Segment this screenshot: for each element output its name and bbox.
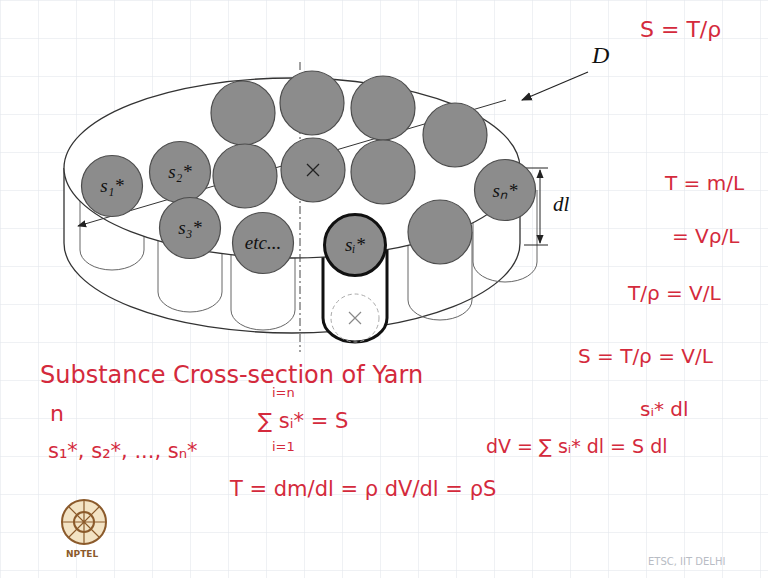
fibre-circle [160, 198, 221, 259]
fibre-section: sₙ* [473, 158, 537, 222]
fibre-label: sᵢ* [345, 234, 365, 256]
fibre-circle [325, 215, 386, 276]
heading: Substance Cross-section of Yarn [40, 362, 423, 388]
fibre-section: etc... [231, 211, 295, 275]
fibre-label: etc... [245, 232, 281, 254]
formula: T/ρ = V/L [628, 282, 721, 304]
fibre-base [331, 294, 379, 342]
fibre-label: sₙ* [493, 177, 518, 203]
dimension-label: D [592, 42, 609, 68]
fibre-circle [475, 160, 536, 221]
sum-limit: i=n [272, 386, 295, 400]
formula: T = dm/dl = ρ dV/dl = ρS [230, 478, 496, 501]
formula: S = T/ρ [640, 18, 721, 42]
centre-mark [307, 164, 319, 176]
fibre-section: s₃* [158, 196, 222, 260]
watermark: ETSC, IIT DELHI [648, 556, 725, 567]
fibre-section: s₂* [148, 140, 212, 204]
symbol: n [50, 402, 64, 426]
fibre-label: s₂* [168, 161, 192, 183]
fibre-label: s₃* [178, 217, 202, 239]
dimension-label: dl [553, 193, 569, 216]
dimension-line [540, 170, 541, 243]
fibre-label: s₁* [100, 175, 124, 197]
logo-text: NPTEL [66, 550, 98, 560]
centre-mark [349, 312, 361, 324]
sum-limit: i=1 [272, 440, 295, 454]
leader-line [522, 72, 588, 100]
formula: dV = ∑ sᵢ* dl = S dl [486, 436, 668, 457]
fibre-section: sᵢ* [323, 213, 387, 277]
fibre-section: s₁* [80, 154, 144, 218]
fibre-circle [233, 213, 294, 274]
fibre-circle [82, 156, 143, 217]
formula: sᵢ* dl [640, 398, 689, 420]
formula: s₁*, s₂*, ..., sₙ* [48, 440, 198, 463]
formula: ∑ sᵢ* = S [258, 410, 348, 433]
nptel-logo [62, 500, 106, 544]
formula: = Vρ/L [672, 225, 739, 247]
fibre-circle [150, 142, 211, 203]
fibre-sections [211, 71, 487, 264]
formula: S = T/ρ = V/L [578, 345, 713, 367]
formula: T = m/L [665, 172, 744, 194]
